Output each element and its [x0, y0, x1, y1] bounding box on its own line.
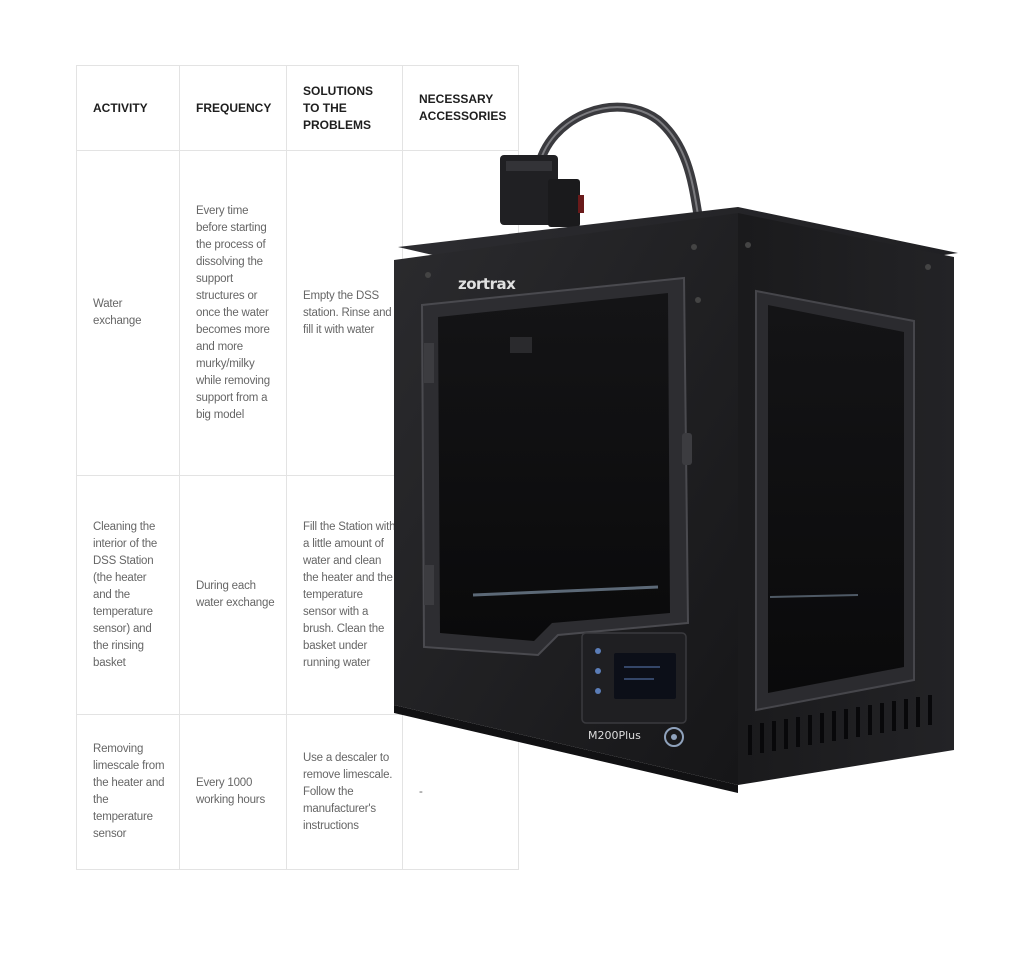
cell-solutions: Use a descaler to remove limescale. Foll…	[286, 714, 403, 870]
cell-frequency: Every 1000 working hours	[179, 714, 287, 870]
side-vents	[748, 695, 932, 755]
build-plate-light	[472, 585, 659, 597]
side-window	[768, 305, 904, 693]
cell-activity: Cleaning the interior of the DSS Station…	[76, 475, 180, 715]
table-row: Removing limescale from the heater and t…	[76, 714, 519, 870]
header-accessories: NECESSARY ACCESSORIES	[402, 65, 519, 151]
cell-frequency: Every time before starting the process o…	[179, 150, 287, 476]
printer-illustration: zortrax M200Plus	[394, 102, 958, 793]
cell-activity: Removing limescale from the heater and t…	[76, 714, 180, 870]
control-panel	[581, 632, 687, 724]
cell-solutions: Empty the DSS station. Rinse and fill it…	[286, 150, 403, 476]
model-label: M200Plus	[588, 729, 641, 742]
table-header-row: ACTIVITY FREQUENCY SOLUTIONS TO THE PROB…	[76, 65, 519, 151]
header-solutions: SOLUTIONS TO THE PROBLEMS	[286, 65, 403, 151]
cell-frequency: During each water exchange	[179, 475, 287, 715]
table-row: Water exchange Every time before startin…	[76, 150, 519, 476]
header-frequency: FREQUENCY	[179, 65, 287, 151]
cell-accessories: -	[402, 714, 519, 870]
cell-activity: Water exchange	[76, 150, 180, 476]
door-handle	[682, 433, 692, 465]
printer-image: zortrax M200Plus	[388, 95, 978, 795]
header-activity: ACTIVITY	[76, 65, 180, 151]
cell-solutions: Fill the Station with a little amount of…	[286, 475, 403, 715]
brand-logo: zortrax	[458, 275, 516, 293]
front-window	[438, 293, 670, 641]
extruder-head	[500, 155, 584, 227]
power-button	[664, 727, 684, 747]
